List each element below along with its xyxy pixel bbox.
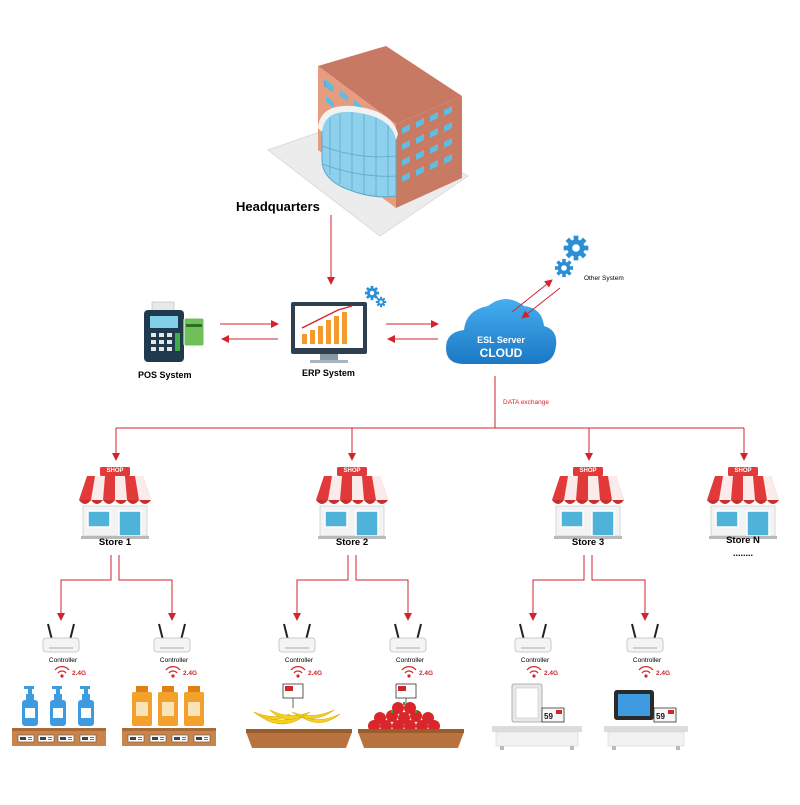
controller1-router-icon bbox=[42, 623, 80, 653]
other-to-cloud-arrow bbox=[521, 287, 561, 319]
store3-label: Store 3 bbox=[572, 537, 604, 548]
store-branch-lines bbox=[57, 555, 649, 621]
store1-shop-icon bbox=[78, 466, 152, 540]
pos-system-label: POS System bbox=[138, 370, 192, 380]
other-system-gears-icon bbox=[554, 235, 589, 278]
price-tag-1: 59 bbox=[544, 712, 553, 721]
headquarters-label: Headquarters bbox=[236, 199, 320, 214]
storeN-ellipsis: ........ bbox=[733, 548, 753, 558]
wifi5-icon bbox=[526, 666, 542, 679]
controller3-label: Controller bbox=[285, 657, 314, 664]
cloud-to-other-arrow bbox=[511, 279, 553, 313]
controller5-router-icon bbox=[514, 623, 552, 653]
controller1-label: Controller bbox=[49, 657, 78, 664]
other-system-label: Other System bbox=[584, 275, 624, 282]
freq2-label: 2.4G bbox=[183, 670, 197, 677]
freq1-label: 2.4G bbox=[72, 670, 86, 677]
wifi6-icon bbox=[638, 666, 654, 679]
store3-sign: SHOP bbox=[579, 468, 596, 474]
controller2-router-icon bbox=[153, 623, 191, 653]
store3-shop-icon bbox=[551, 466, 625, 540]
wifi4-icon bbox=[401, 666, 417, 679]
storeN-shop-icon bbox=[706, 466, 780, 540]
wifi1-icon bbox=[54, 666, 70, 679]
controller6-router-icon bbox=[626, 623, 664, 653]
storeN-sign: SHOP bbox=[734, 468, 751, 474]
store2-sign: SHOP bbox=[343, 468, 360, 474]
store2-shop-icon bbox=[315, 466, 389, 540]
controller6-label: Controller bbox=[633, 657, 662, 664]
controller5-label: Controller bbox=[521, 657, 550, 664]
store1-sign: SHOP bbox=[106, 468, 123, 474]
shelf1-blue-bottles bbox=[12, 686, 106, 746]
erp-system-label: ERP System bbox=[302, 368, 355, 378]
erp-monitor-icon bbox=[291, 285, 387, 363]
wifi3-icon bbox=[290, 666, 306, 679]
wifi2-icon bbox=[165, 666, 181, 679]
pos-terminal-icon bbox=[144, 301, 205, 362]
controller2-label: Controller bbox=[160, 657, 189, 664]
freq4-label: 2.4G bbox=[419, 670, 433, 677]
freq6-label: 2.4G bbox=[656, 670, 670, 677]
headquarters-building-icon bbox=[266, 46, 469, 237]
freq5-label: 2.4G bbox=[544, 670, 558, 677]
shelf3-bananas bbox=[246, 683, 352, 748]
storeN-label: Store N bbox=[726, 535, 760, 546]
shelf6-display-devices: 59 bbox=[604, 690, 688, 750]
esl-server-label: ESL Server bbox=[477, 335, 525, 345]
price-tag-2: 59 bbox=[656, 712, 665, 721]
shelf2-orange-bottles bbox=[122, 686, 216, 746]
store1-label: Store 1 bbox=[99, 537, 132, 548]
controller4-label: Controller bbox=[396, 657, 425, 664]
controller4-router-icon bbox=[389, 623, 427, 653]
store2-label: Store 2 bbox=[336, 537, 368, 548]
controller3-router-icon bbox=[278, 623, 316, 653]
freq3-label: 2.4G bbox=[308, 670, 322, 677]
cloud-label: CLOUD bbox=[480, 346, 523, 360]
shelf5-display-devices: 59 bbox=[492, 683, 582, 750]
data-exchange-label: DATA exchange bbox=[503, 399, 549, 406]
shelf4-apples bbox=[358, 683, 464, 748]
